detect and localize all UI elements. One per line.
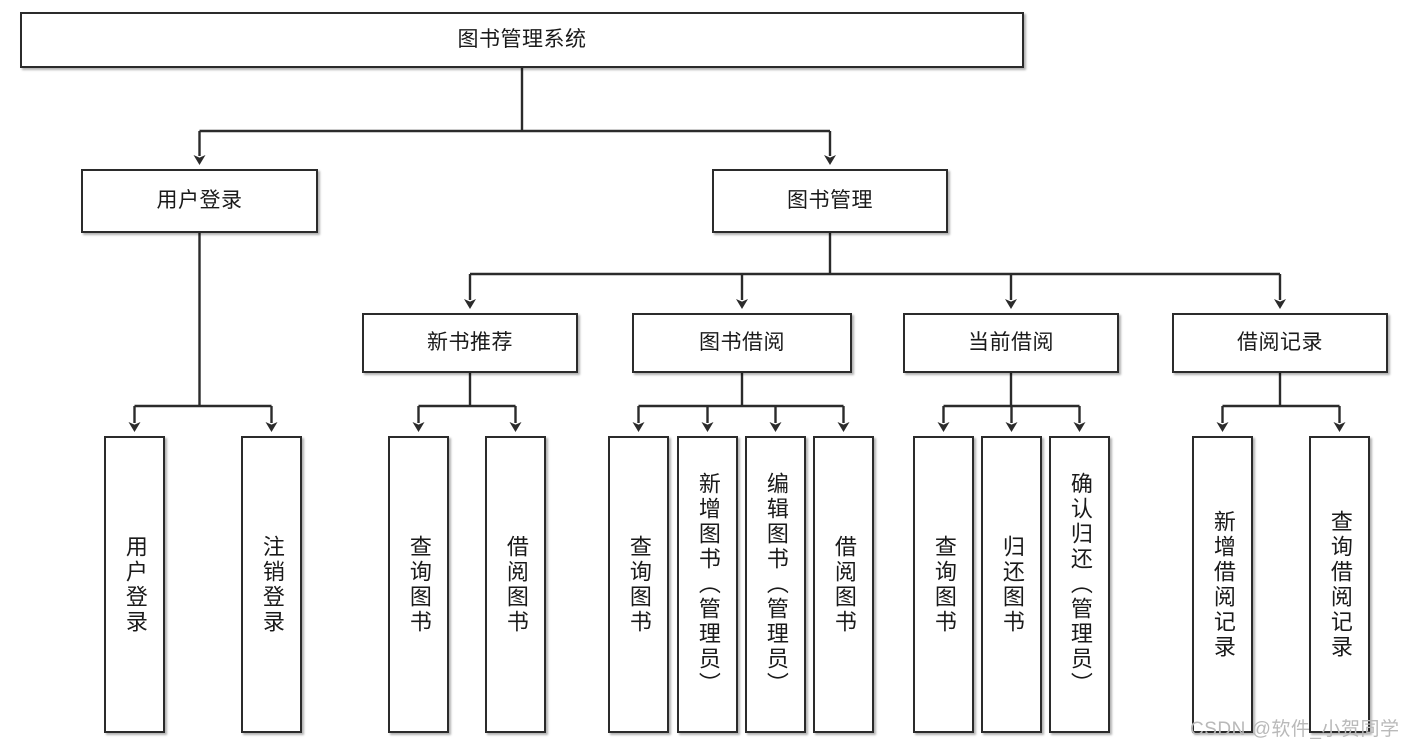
node-root[interactable]: 图书管理系统 (20, 12, 1024, 68)
node-current-borrow[interactable]: 当前借阅 (903, 313, 1119, 373)
node-label: 借阅图书 (831, 534, 857, 635)
node-label: 查询图书 (626, 534, 652, 635)
node-label: 图书借阅 (699, 330, 785, 354)
node-leaf-return-book[interactable]: 归还图书 (981, 436, 1042, 733)
node-label: 新书推荐 (427, 330, 513, 354)
node-label: 图书管理系统 (457, 27, 587, 51)
node-borrow-record[interactable]: 借阅记录 (1172, 313, 1388, 373)
node-leaf-query-book-cur[interactable]: 查询图书 (913, 436, 974, 733)
node-leaf-borrow-book[interactable]: 借阅图书 (813, 436, 874, 733)
node-user-login[interactable]: 用户登录 (81, 169, 318, 233)
node-label: 新增图书（管理员） (695, 472, 721, 697)
node-label: 借阅图书 (503, 534, 529, 635)
node-leaf-query-record[interactable]: 查询借阅记录 (1309, 436, 1370, 733)
node-label: 用户登录 (156, 188, 243, 212)
node-label: 新增借阅记录 (1210, 509, 1236, 660)
node-label: 图书管理 (787, 188, 873, 212)
node-leaf-borrow-book-rec[interactable]: 借阅图书 (485, 436, 546, 733)
node-book-manage[interactable]: 图书管理 (712, 169, 948, 233)
node-label: 用户登录 (122, 534, 148, 635)
node-leaf-query-book-rec[interactable]: 查询图书 (388, 436, 449, 733)
node-label: 编辑图书（管理员） (763, 472, 789, 697)
node-leaf-confirm-return[interactable]: 确认归还（管理员） (1049, 436, 1110, 733)
node-leaf-user-login[interactable]: 用户登录 (104, 436, 165, 733)
node-book-borrow[interactable]: 图书借阅 (632, 313, 852, 373)
node-leaf-add-record[interactable]: 新增借阅记录 (1192, 436, 1253, 733)
node-leaf-query-book-borrow[interactable]: 查询图书 (608, 436, 669, 733)
node-new-book-recommend[interactable]: 新书推荐 (362, 313, 578, 373)
node-leaf-user-logout[interactable]: 注销登录 (241, 436, 302, 733)
node-label: 当前借阅 (968, 330, 1054, 354)
node-leaf-edit-book[interactable]: 编辑图书（管理员） (745, 436, 806, 733)
node-label: 借阅记录 (1237, 330, 1323, 354)
node-label: 归还图书 (999, 534, 1025, 635)
node-label: 查询图书 (406, 534, 432, 635)
node-label: 查询借阅记录 (1327, 509, 1353, 660)
csdn-watermark: CSDN @软件_小贺同学 (1190, 719, 1400, 740)
node-leaf-add-book[interactable]: 新增图书（管理员） (677, 436, 738, 733)
node-label: 注销登录 (259, 534, 285, 635)
node-label: 查询图书 (931, 534, 957, 635)
node-label: 确认归还（管理员） (1067, 472, 1093, 697)
